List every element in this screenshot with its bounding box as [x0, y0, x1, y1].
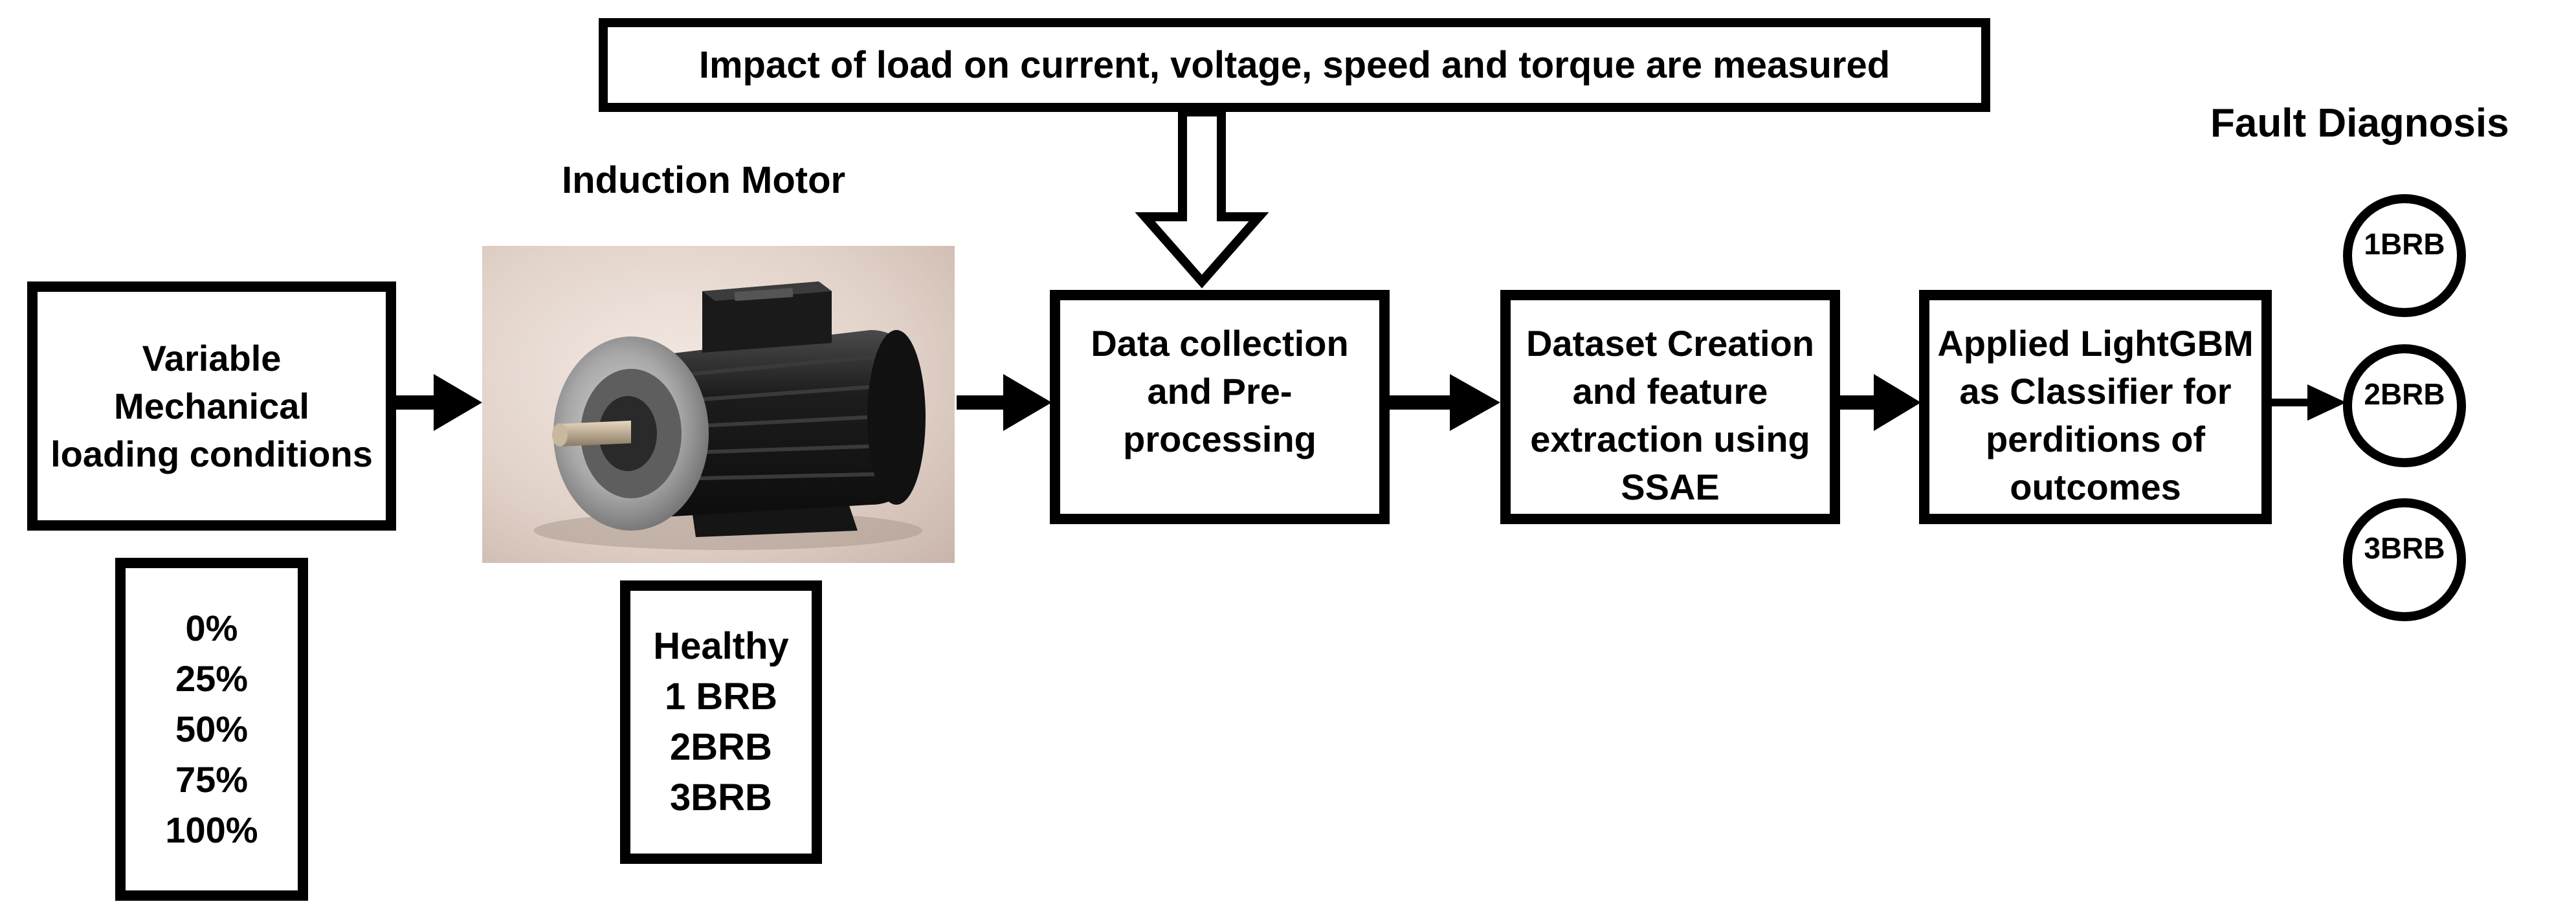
measurement-text: Impact of load on current, voltage, spee…: [698, 43, 1891, 86]
load-level: 0%: [185, 608, 238, 648]
arrow-data-to-dataset: [1388, 374, 1500, 431]
arrow-classifier-to-diagnosis: [2269, 384, 2346, 421]
fault-class-1brb: 1BRB: [2343, 194, 2466, 317]
classifier-line-2: as Classifier for: [1959, 371, 2232, 412]
fault-diagnosis-title: Fault Diagnosis: [2210, 101, 2509, 146]
motor-condition: Healthy: [653, 625, 789, 667]
data-collection-line-2: and Pre-: [1147, 371, 1293, 412]
loading-line-1: Variable: [142, 337, 282, 379]
arrow-dataset-to-classifier: [1838, 374, 1921, 431]
arrow-motor-to-data: [957, 374, 1052, 431]
motor-label: Induction Motor: [562, 159, 846, 201]
dataset-line-4: SSAE: [1621, 467, 1720, 507]
fault-class-2brb: 2BRB: [2343, 344, 2466, 467]
dataset-line-3: extraction using: [1530, 419, 1810, 459]
dataset-creation-box: Dataset Creation and feature extraction …: [1500, 290, 1840, 524]
load-level: 75%: [175, 759, 249, 800]
load-level: 50%: [175, 709, 249, 749]
loading-line-3: loading conditions: [50, 433, 373, 474]
load-level: 100%: [165, 810, 258, 850]
fault-class-label: 1BRB: [2364, 227, 2445, 261]
data-collection-line-1: Data collection: [1091, 323, 1349, 364]
measurement-box: Impact of load on current, voltage, spee…: [599, 18, 1990, 112]
data-collection-line-3: processing: [1123, 419, 1316, 459]
motor-conditions-box: Healthy 1 BRB 2BRB 3BRB: [620, 580, 822, 864]
fault-class-label: 3BRB: [2364, 531, 2445, 565]
classifier-line-4: outcomes: [2010, 467, 2181, 507]
loading-line-2: Mechanical: [114, 385, 309, 426]
arrow-load-to-motor: [395, 374, 482, 431]
fault-class-label: 2BRB: [2364, 377, 2445, 411]
data-collection-box: Data collection and Pre- processing: [1050, 290, 1390, 524]
dataset-line-1: Dataset Creation: [1526, 323, 1815, 364]
hollow-down-arrow: [1135, 107, 1269, 289]
electric-motor-image: [482, 246, 955, 563]
loading-conditions-box: Variable Mechanical loading conditions: [27, 281, 396, 531]
classifier-line-3: perditions of: [1985, 419, 2206, 459]
motor-condition: 3BRB: [670, 777, 772, 819]
dataset-line-2: and feature: [1572, 371, 1768, 412]
motor-condition: 2BRB: [670, 726, 772, 768]
motor-condition: 1 BRB: [664, 676, 778, 718]
lightgbm-classifier-box: Applied LightGBM as Classifier for perdi…: [1919, 290, 2272, 524]
load-level: 25%: [175, 658, 249, 699]
fault-class-3brb: 3BRB: [2343, 498, 2466, 621]
load-levels-box: 0% 25% 50% 75% 100%: [115, 558, 308, 901]
classifier-line-1: Applied LightGBM: [1937, 323, 2254, 364]
